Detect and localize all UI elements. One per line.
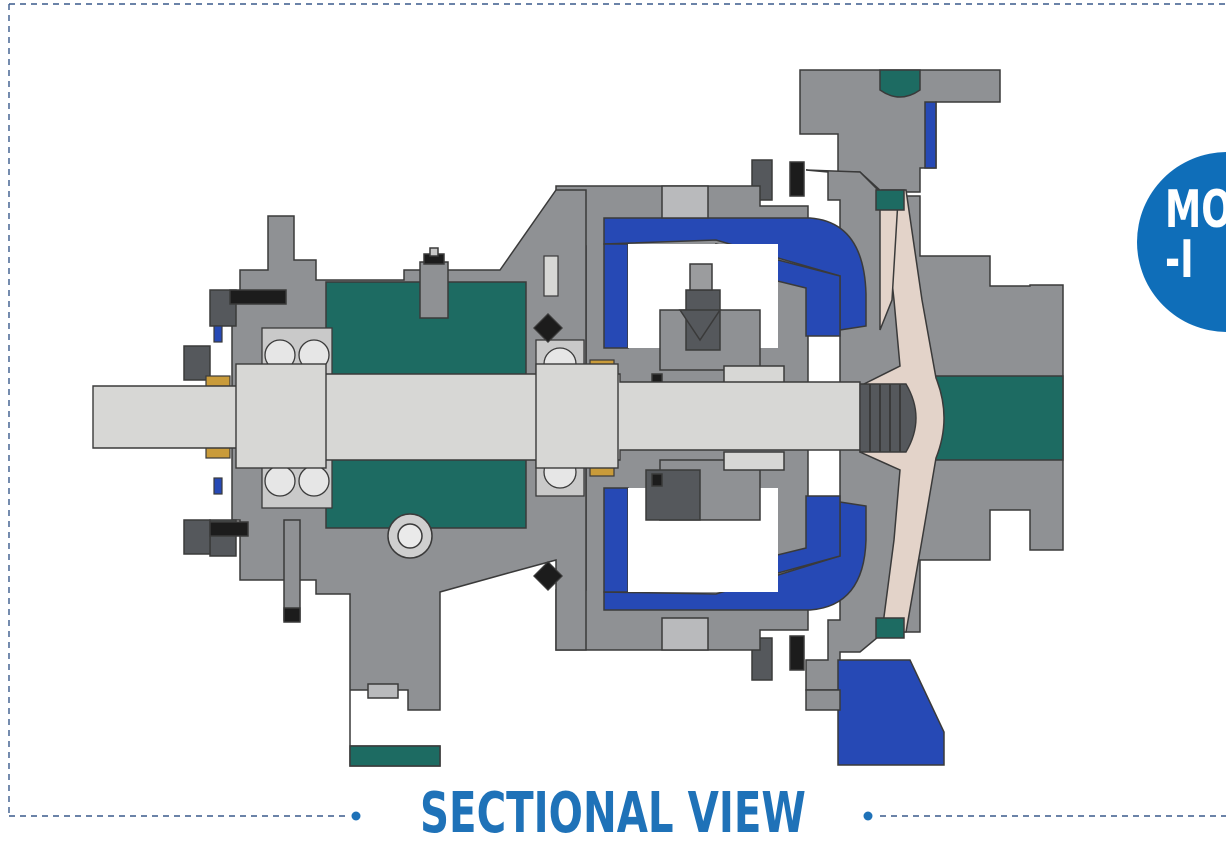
bearing-housing <box>183 189 587 767</box>
diagram-title: SECTIONAL VIEW <box>420 781 806 846</box>
frame-dot-right <box>863 811 873 821</box>
magnet-housing <box>555 185 867 651</box>
frame-dot-left <box>351 811 361 821</box>
badge-text-line1: MO <box>1165 180 1226 240</box>
model-badge: MO -I <box>1137 152 1226 332</box>
pump-shaft <box>92 363 917 469</box>
dashed-frame <box>8 3 1226 817</box>
badge-text-line2: -I <box>1165 230 1194 290</box>
